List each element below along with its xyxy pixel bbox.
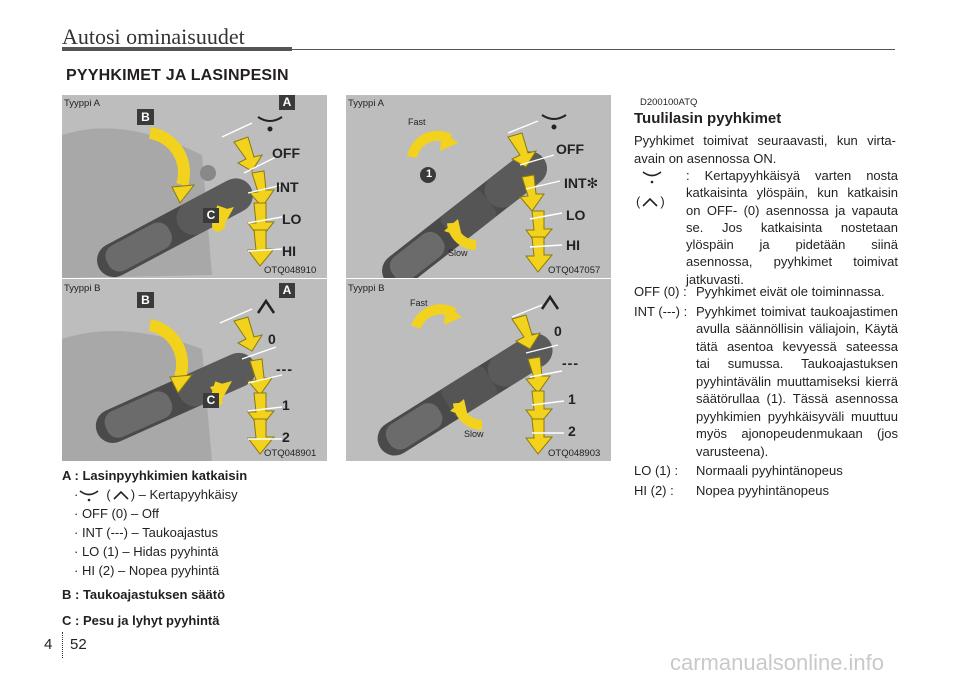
def-off: OFF (0) : Pyyhkimet eivät ole toiminnass… <box>634 283 898 301</box>
def-term: HI (2) : <box>634 482 674 498</box>
figure-code: OTQ048903 <box>548 448 601 459</box>
wiper-mist-icon <box>79 489 99 501</box>
caret-up-icon <box>540 294 560 310</box>
figure-type-label: Tyyppi B <box>348 283 385 294</box>
figure-code: OTQ048910 <box>264 265 317 276</box>
legend-a-item-off: · OFF (0) – Off <box>74 506 159 521</box>
label-int: INT <box>276 179 299 195</box>
page-number: 52 <box>70 636 87 653</box>
figure-type-label: Tyyppi B <box>64 283 101 294</box>
def-term: OFF (0) : <box>634 284 687 299</box>
legend-a-item-mist: · ( ) – Kertapyyhkäisy <box>74 485 238 504</box>
figure-code: OTQ048901 <box>264 448 317 459</box>
header-rule-thin <box>292 48 895 50</box>
label-lo: LO <box>282 211 302 227</box>
def-int: INT (---) : Pyyhkimet toimivat taukoajas… <box>634 303 898 461</box>
figure-separator <box>62 278 327 279</box>
badge-a: A <box>279 95 295 110</box>
label-hi: HI <box>282 243 296 259</box>
mist-description: : Kertapyyhkäisyä varten nosta katkaisin… <box>686 168 898 287</box>
badge-c: C <box>203 208 219 223</box>
stalk-illustration <box>377 294 565 456</box>
caret-paren: ( ) <box>636 194 665 209</box>
chapter-title: Autosi ominaisuudet <box>62 24 245 49</box>
label-slow: Slow <box>464 429 484 439</box>
figure-type-a-rear: Tyyppi A Fast 1 Slow OFF INT✻ LO HI OTQ0… <box>346 95 611 278</box>
wiper-mist-icon <box>257 116 283 132</box>
legend-a-item-int: · INT (---) – Taukoajastus <box>74 525 219 540</box>
intro-paragraph: Pyyhkimet toimivat seuraavasti, kun virt… <box>634 133 896 166</box>
caret-up-icon <box>113 490 129 500</box>
wiper-mist-icon <box>541 114 567 130</box>
paren-close: ) <box>660 194 665 209</box>
def-desc: Pyyhkimet eivät ole toiminnassa. <box>696 284 885 299</box>
legend-c-title: C : Pesu ja lyhyt pyyhintä <box>62 613 220 628</box>
position-definitions: OFF (0) : Pyyhkimet eivät ole toiminnass… <box>634 283 898 501</box>
label-off: OFF <box>556 141 584 157</box>
legend-b-title: B : Taukoajastuksen säätö <box>62 587 226 602</box>
label-0: 0 <box>554 323 562 339</box>
label-slow: Slow <box>448 248 468 258</box>
badge-b: B <box>137 109 154 125</box>
subsection-title: Tuulilasin pyyhkimet <box>634 110 782 127</box>
badge-b: B <box>137 292 154 308</box>
figure-type-b-stalk: Tyyppi B B A C 0 --- 1 2 OTQ048901 <box>62 279 327 461</box>
badge-c: C <box>203 393 219 408</box>
watermark: carmanualsonline.info <box>670 650 885 675</box>
paren-open: ( <box>106 487 111 502</box>
wiper-mist-icon <box>642 171 662 184</box>
label-off: OFF <box>272 145 300 161</box>
legend-a-item-hi: · HI (2) – Nopea pyyhintä <box>74 563 220 578</box>
mist-icon-wrap <box>640 169 664 190</box>
figure-separator <box>346 278 611 279</box>
chapter-number: 4 <box>44 636 53 653</box>
label-hi: HI <box>566 237 580 253</box>
legend-a-title: A : Lasinpyyhkimien katkaisin <box>62 468 248 483</box>
label-int-dashes: --- <box>276 361 293 377</box>
figure-type-b-rear: Tyyppi B Fast Slow 0 --- 1 2 OTQ048903 <box>346 279 611 461</box>
def-desc: Normaali pyyhintänopeus <box>696 463 843 478</box>
def-hi: HI (2) : Nopea pyyhintänopeus <box>634 482 898 500</box>
section-title: PYYHKIMET JA LASINPESIN <box>66 67 289 84</box>
def-lo: LO (1) : Normaali pyyhintänopeus <box>634 462 898 480</box>
def-desc: Nopea pyyhintänopeus <box>696 482 829 498</box>
label-1: 1 <box>568 391 576 407</box>
stalk-illustration <box>62 298 283 461</box>
label-2: 2 <box>568 423 576 439</box>
bullet: · <box>74 487 79 502</box>
label-0: 0 <box>268 331 276 347</box>
legend-a-item-lo: · LO (1) – Hidas pyyhintä <box>74 544 219 559</box>
header-rule-thick <box>62 47 292 51</box>
label-fast: Fast <box>408 117 426 127</box>
label-fast: Fast <box>410 298 428 308</box>
badge-a: A <box>279 283 295 298</box>
label-2: 2 <box>282 429 290 445</box>
mist-desc: ) – Kertapyyhkäisy <box>130 487 238 502</box>
figure-type-label: Tyyppi A <box>348 98 384 109</box>
stalk-illustration <box>62 116 283 278</box>
paren-open: ( <box>636 194 641 209</box>
caret-up-icon <box>642 197 658 207</box>
label-adjust-ring: 1 <box>425 168 433 180</box>
section-code: D200100ATQ <box>640 97 698 108</box>
figure-code: OTQ047057 <box>548 265 601 276</box>
label-int: INT✻ <box>564 175 599 191</box>
label-1: 1 <box>282 397 290 413</box>
footer-divider <box>62 632 64 658</box>
stalk-illustration <box>382 114 567 278</box>
label-int-dashes: --- <box>562 355 579 371</box>
def-term: INT (---) : <box>634 303 688 319</box>
def-desc: Pyyhkimet toimivat taukoajastimen avulla… <box>696 303 898 459</box>
figure-type-a-stalk: Tyyppi A B A C OFF INT LO HI OTQ048910 <box>62 95 327 278</box>
figure-type-label: Tyyppi A <box>64 98 100 109</box>
caret-up-icon <box>256 298 276 314</box>
label-lo: LO <box>566 207 586 223</box>
def-term: LO (1) : <box>634 463 679 478</box>
